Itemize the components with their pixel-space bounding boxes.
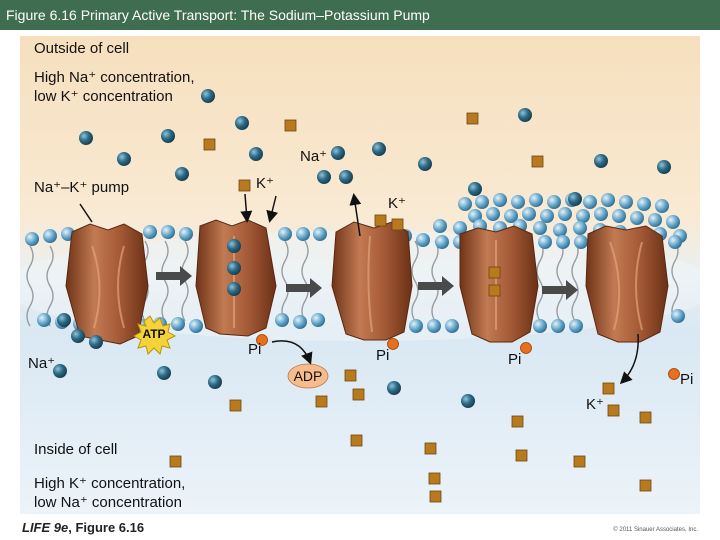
sodium-ions (53, 89, 671, 408)
footer-book: LIFE 9e (22, 520, 69, 535)
label-k-top1: K⁺ (256, 175, 274, 192)
label-inside-line2: low Na⁺ concentration (34, 494, 182, 511)
label-outside-line2: low K⁺ concentration (34, 88, 173, 105)
footer-citation: LIFE 9e, Figure 6.16 (22, 520, 144, 535)
pump-state-3 (331, 221, 413, 341)
sodium-potassium-pump-diagram: Outside of cell High Na⁺ concentration, … (20, 36, 700, 514)
footer-copyright: © 2011 Sinauer Associates, Inc. (613, 527, 698, 533)
label-pi-4: Pi (680, 371, 693, 388)
membrane-lipid-tails (26, 240, 679, 327)
label-na-bottom: Na⁺ (28, 355, 55, 372)
potassium-ions (169, 112, 652, 503)
atp-burst (132, 315, 177, 355)
label-inside-cell: Inside of cell (34, 441, 117, 458)
pump-state-5 (585, 225, 669, 343)
label-pi-1: Pi (248, 341, 261, 358)
phosphate-groups (256, 334, 680, 380)
label-k-bottom: K⁺ (586, 396, 604, 413)
figure-title: Figure 6.16 Primary Active Transport: Th… (0, 0, 720, 30)
pump-state-1 (65, 223, 149, 345)
label-na-top: Na⁺ (300, 148, 327, 165)
pump-state-2 (195, 219, 277, 337)
transport-arrows (79, 193, 639, 385)
label-pump: Na⁺–K⁺ pump (34, 179, 129, 196)
label-outside-line1: High Na⁺ concentration, (34, 69, 195, 86)
label-adp: ADP (294, 368, 323, 384)
footer-figure: , Figure 6.16 (68, 520, 145, 535)
label-pi-3: Pi (508, 351, 521, 368)
label-k-top2: K⁺ (388, 195, 406, 212)
label-pi-2: Pi (376, 347, 389, 364)
label-inside-line1: High K⁺ concentration, (34, 475, 185, 492)
label-atp: ATP (142, 327, 165, 341)
pump-state-4 (459, 225, 539, 343)
label-outside-cell: Outside of cell (34, 40, 129, 57)
conformation-arrows (156, 266, 578, 300)
